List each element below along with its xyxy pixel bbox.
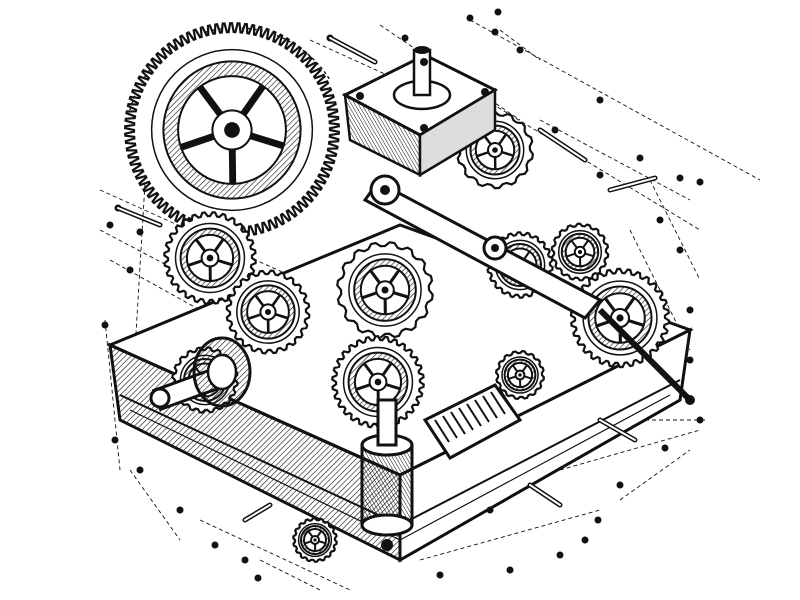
front-drive-motor [360,398,414,551]
left-spoke-wheel [225,269,311,355]
gear-layer [124,22,671,563]
stepper-motor [341,46,499,178]
left-pulley-assembly [149,336,252,412]
left-mid-gear [163,211,257,305]
large-spur-gear [124,22,340,238]
right-front-small-gear [494,349,546,401]
right-gear-wheel [569,267,671,369]
right-upper-small-gear [550,222,610,282]
central-crank-gear [336,241,434,339]
lever-arm [362,174,695,405]
front-pulley-wheel [292,517,338,563]
front-center-gear [331,335,425,429]
shaft-pins [101,8,704,582]
heat-sink-module [422,383,523,460]
